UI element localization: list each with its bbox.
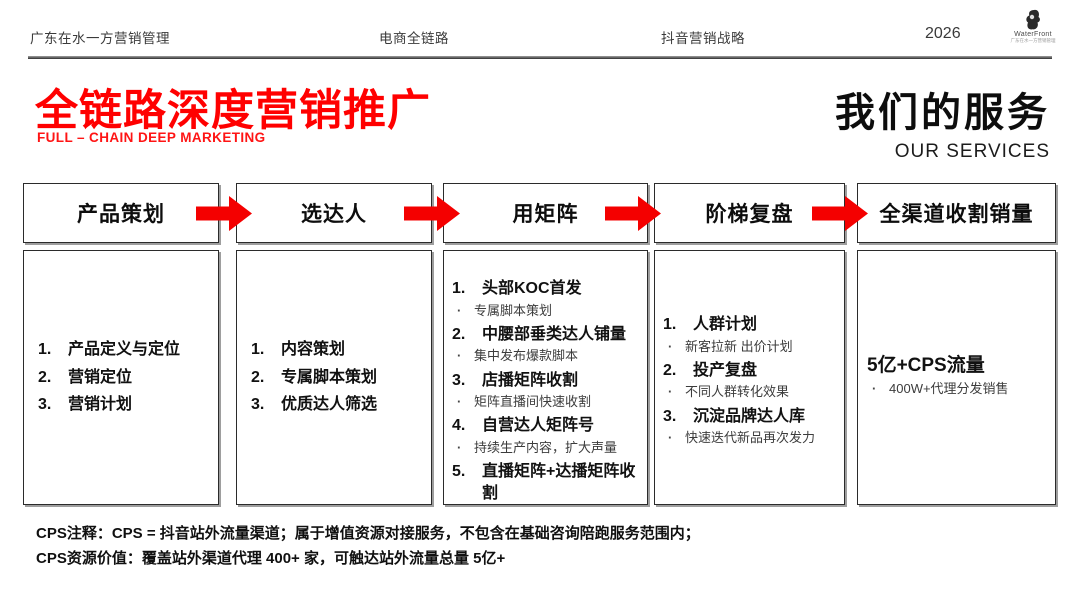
year-label: 2026 xyxy=(925,25,961,42)
bullet-icon: · xyxy=(872,380,877,396)
bullet-icon: · xyxy=(668,384,673,400)
stage-body-select-talent: 1. 内容策划 2. 专属脚本策划 3. 优质达人筛选 xyxy=(236,250,432,505)
stage-body-omnichannel-sales: 5亿+CPS流量 · 400W+代理分发销售 xyxy=(857,250,1056,505)
bullet-icon: · xyxy=(668,430,673,446)
list-item: 2. 专属脚本策划 xyxy=(251,368,378,386)
stage-body-product-planning: 1. 产品定义与定位 2. 营销定位 3. 营销计划 xyxy=(23,250,219,505)
list-item: 1. 内容策划 xyxy=(251,341,346,359)
list-subitem: · 快速迭代新品再次发力 xyxy=(663,429,844,447)
list-item: 3. 优质达人筛选 xyxy=(251,396,378,414)
bullet-icon: · xyxy=(457,439,462,455)
bullet-icon: · xyxy=(668,338,673,354)
stage-body-use-matrix: 1. 头部KOC首发 · 专属脚本策划 2. 中腰部垂类达人铺量 · 集中发布爆… xyxy=(443,250,648,505)
flow-arrow-icon xyxy=(812,195,869,232)
services-subtitle: OUR SERVICES xyxy=(894,141,1050,162)
list-subitem: · 400W+代理分发销售 xyxy=(867,380,1055,398)
logo-subtext: 广东在水一方营销管理 xyxy=(1010,37,1056,43)
list-subitem: · 持续生产内容，扩大声量 xyxy=(452,439,647,457)
page-title: 全链路深度营销推广 xyxy=(35,87,431,135)
list-item: 3. 沉淀品牌达人库 xyxy=(663,407,806,425)
flow-arrow-icon xyxy=(404,195,461,232)
list-item: 1. 产品定义与定位 xyxy=(38,341,181,359)
list-subitem: · 不同人群转化效果 xyxy=(663,383,844,401)
list-subitem: · 集中发布爆款脚本 xyxy=(452,347,647,365)
nav-item-company: 广东在水一方营销管理 xyxy=(30,31,170,46)
list-subitem: · 矩阵直播间快速收割 xyxy=(452,393,647,411)
stage-header-omnichannel-sales: 全渠道收割销量 xyxy=(857,183,1056,243)
list-item: 2. 投产复盘 xyxy=(663,361,758,379)
list-item: 4. 自营达人矩阵号 xyxy=(452,417,595,435)
services-heading: 我们的服务 OUR SERVICES xyxy=(835,80,1050,163)
services-title: 我们的服务 xyxy=(835,91,1050,135)
cps-value-line: CPS资源价值：覆盖站外渠道代理 400+ 家，可触达站外流量总量 5亿+ xyxy=(36,549,506,567)
cps-note-line: CPS注释：CPS = 抖音站外流量渠道；属于增值资源对接服务，不包含在基础咨询… xyxy=(36,525,700,542)
page-subtitle: FULL – CHAIN DEEP MARKETING xyxy=(37,130,266,145)
logo-name: WaterFront xyxy=(1014,31,1052,38)
cps-footnote: CPS注释：CPS = 抖音站外流量渠道；属于增值资源对接服务，不包含在基础咨询… xyxy=(36,522,700,572)
bullet-icon: · xyxy=(457,302,462,318)
list-item: 1. 人群计划 xyxy=(663,316,758,333)
waterfront-logo: WaterFront 广东在水一方营销管理 xyxy=(1004,9,1062,44)
stage-body-review: 1. 人群计划 · 新客拉新 出价计划 2. 投产复盘 · 不同人群转化效果 3… xyxy=(654,250,845,505)
list-item: 5. 直播矩阵+达播矩阵收割 xyxy=(452,463,636,502)
bullet-icon: · xyxy=(457,348,462,364)
list-subitem: · 新客拉新 出价计划 xyxy=(663,338,844,356)
flow-arrow-icon xyxy=(605,195,662,232)
nav-item-douyin-strategy: 抖音营销战略 xyxy=(661,31,745,46)
list-item: 3. 店播矩阵收割 xyxy=(452,371,579,389)
list-item: 1. 头部KOC首发 xyxy=(452,280,582,297)
list-item: 2. 中腰部垂类达人铺量 xyxy=(452,325,627,343)
flow-arrow-icon xyxy=(196,195,253,232)
list-item: 3. 营销计划 xyxy=(38,396,133,414)
list-subitem: · 专属脚本策划 xyxy=(452,302,647,320)
bullet-icon: · xyxy=(457,394,462,410)
nav-item-ecommerce: 电商全链路 xyxy=(379,31,449,46)
stage-header-select-talent: 选达人 xyxy=(236,183,432,243)
list-item: 2. 营销定位 xyxy=(38,368,133,386)
stage-header-use-matrix: 用矩阵 xyxy=(443,183,648,243)
header-divider xyxy=(28,56,1052,59)
stage-header-product-planning: 产品策划 xyxy=(23,183,219,243)
waterfront-logo-icon xyxy=(1004,9,1062,31)
list-item: 5亿+CPS流量 xyxy=(867,355,985,377)
